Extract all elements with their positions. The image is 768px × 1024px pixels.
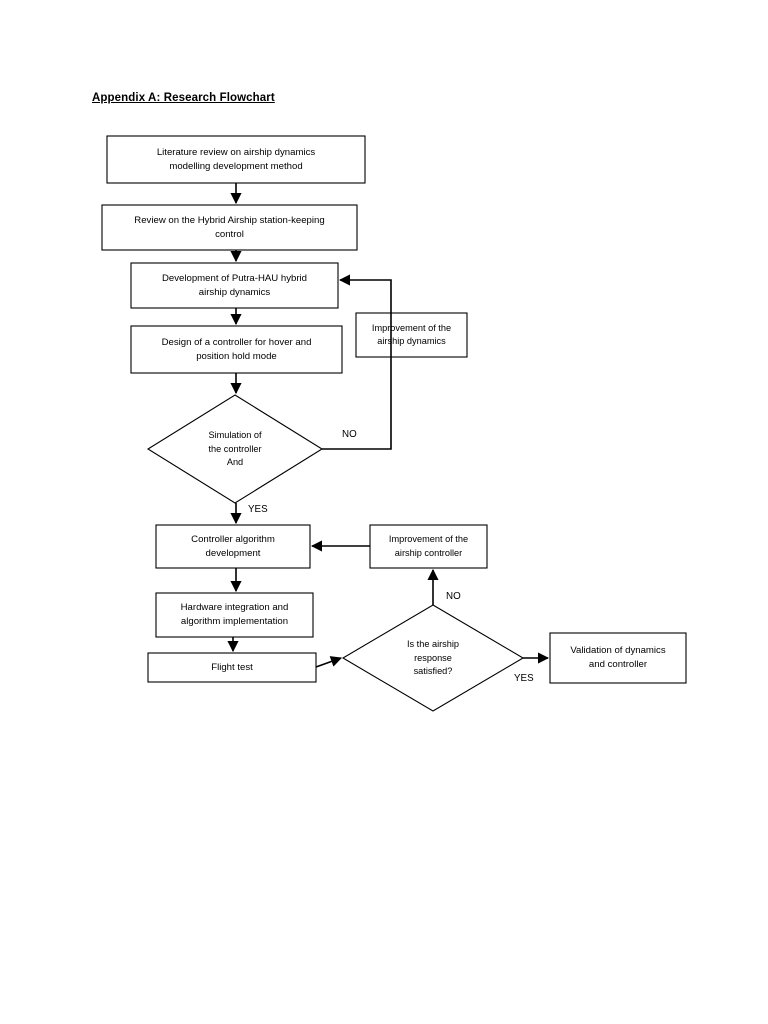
edge-label-yes-simulation: YES (248, 504, 268, 515)
node-review-station-keeping (101, 204, 358, 251)
node-controller-algorithm (155, 524, 311, 569)
edge-simulation-no-loop (322, 274, 392, 450)
edge-label-yes-response: YES (514, 673, 534, 684)
node-response-decision (341, 604, 525, 712)
node-development-putra-hau (130, 262, 339, 309)
node-hardware-integration (155, 592, 314, 638)
node-improvement-airship-dynamics (355, 312, 468, 358)
node-simulation-decision (146, 394, 324, 504)
edge-label-no-response: NO (446, 591, 461, 602)
node-literature-review (106, 135, 366, 184)
node-flight-test (147, 652, 317, 683)
node-design-controller (130, 325, 343, 374)
node-improvement-airship-controller (369, 524, 488, 569)
edge-flight-test-to-response (315, 656, 343, 668)
node-validation (549, 632, 687, 684)
edge-label-no-simulation: NO (342, 429, 357, 440)
page-title: Appendix A: Research Flowchart (92, 92, 275, 104)
